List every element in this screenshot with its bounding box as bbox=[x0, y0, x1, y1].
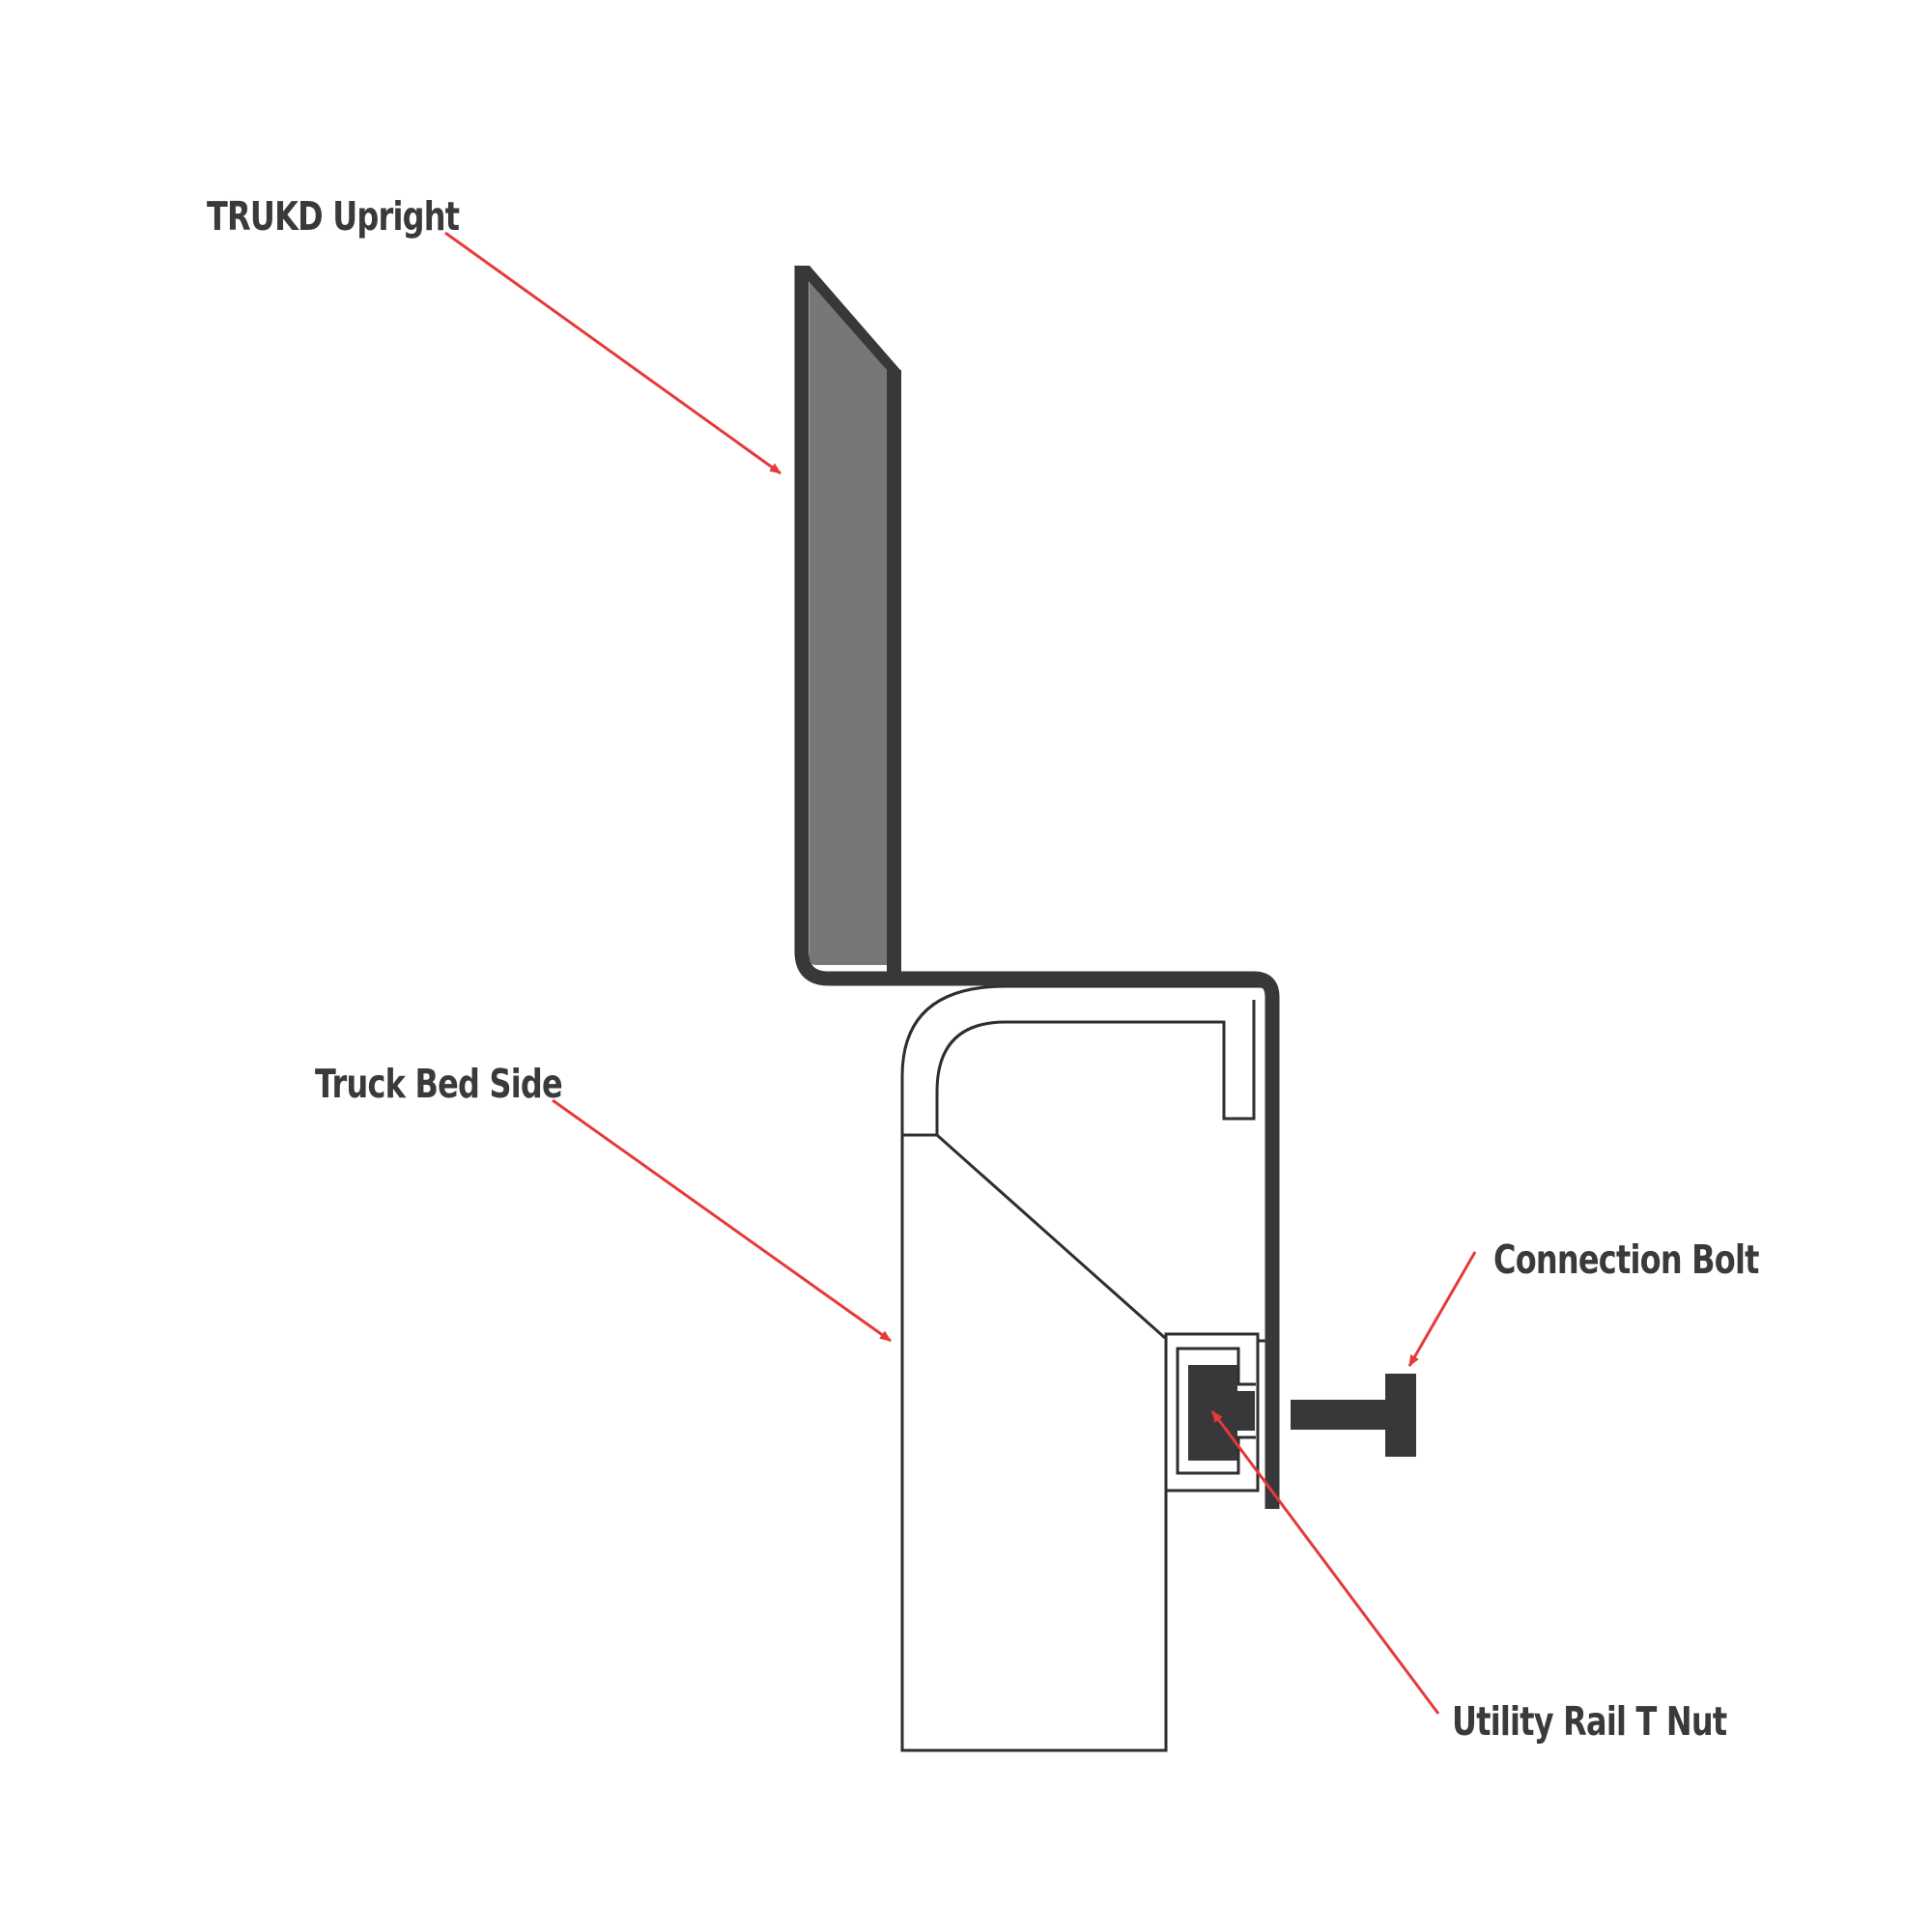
upright-bent-profile bbox=[794, 266, 1280, 1509]
upright-face-panel bbox=[810, 273, 887, 965]
label-trukd-upright: TRUKD Upright bbox=[207, 193, 460, 240]
upright-top-edge bbox=[795, 266, 900, 370]
label-utility-rail-t-nut: Utility Rail T Nut bbox=[1452, 1698, 1727, 1745]
arrow-connection-bolt bbox=[1407, 1251, 1477, 1367]
upright-back-edge bbox=[887, 370, 901, 973]
connection-bolt bbox=[1291, 1374, 1416, 1457]
bed-side-inner-lip bbox=[1006, 1000, 1256, 1121]
bed-side-diagonal bbox=[936, 1133, 1166, 1340]
bolt-head bbox=[1385, 1374, 1416, 1457]
bolt-shank bbox=[1291, 1400, 1386, 1430]
truck-bed-side bbox=[900, 984, 1272, 1752]
callout-arrows bbox=[444, 231, 1477, 1715]
arrow-t-nut bbox=[1210, 1410, 1440, 1715]
label-truck-bed-side: Truck Bed Side bbox=[315, 1061, 563, 1107]
rail-channel-inner bbox=[1176, 1347, 1256, 1475]
arrow-bed-side bbox=[552, 1098, 892, 1343]
bed-side-inner-curve bbox=[935, 1020, 1007, 1135]
trukd-upright bbox=[794, 266, 1280, 1509]
label-connection-bolt: Connection Bolt bbox=[1493, 1236, 1759, 1283]
arrow-upright bbox=[444, 231, 781, 475]
